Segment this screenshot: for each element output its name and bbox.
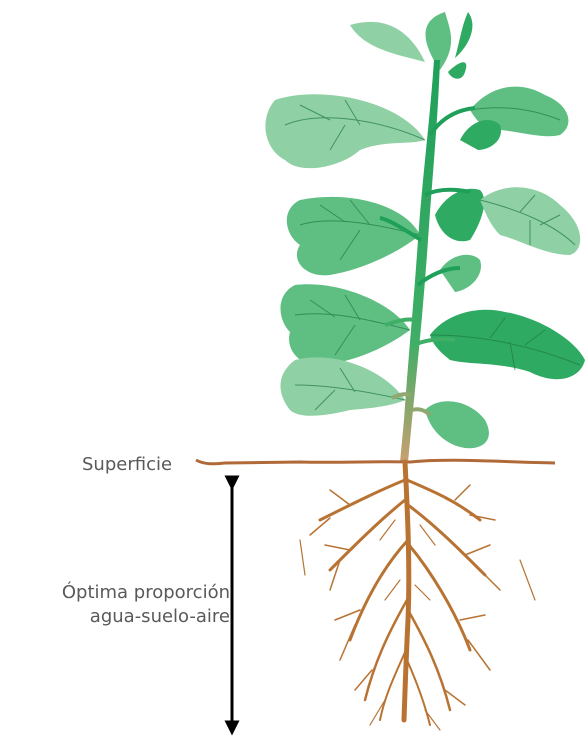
optimal-ratio-line-2: agua-suelo-aire xyxy=(62,605,230,629)
leaf xyxy=(425,401,489,448)
leaf xyxy=(280,357,405,415)
surface-label: Superficie xyxy=(82,453,172,477)
leaf xyxy=(430,310,585,379)
leaf xyxy=(440,255,481,292)
leaf xyxy=(455,12,472,58)
leaf xyxy=(460,120,501,150)
leaf xyxy=(287,197,420,275)
leaf xyxy=(265,94,425,168)
leaf xyxy=(350,22,425,62)
leaf xyxy=(448,62,466,79)
optimal-ratio-label: Óptima proporción agua-suelo-aire xyxy=(62,581,230,629)
soil-surface-line xyxy=(196,460,555,464)
plant-roots xyxy=(300,462,535,730)
leaf xyxy=(435,189,484,242)
optimal-ratio-line-1: Óptima proporción xyxy=(62,581,230,605)
